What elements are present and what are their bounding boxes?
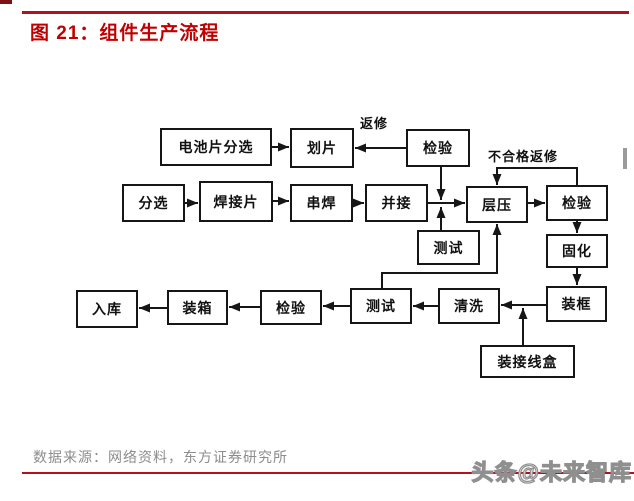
node-parallel-connection: 并接 (365, 184, 428, 222)
node-cell-sorting: 电池片分选 (160, 128, 272, 166)
node-warehousing: 入库 (76, 290, 138, 328)
bottom-rule (22, 472, 634, 474)
node-string-welding: 串焊 (290, 184, 353, 222)
figure-title: 图 21：组件生产流程 (30, 23, 220, 44)
node-testing-mid: 测试 (417, 230, 480, 265)
node-lamination: 层压 (466, 186, 528, 223)
node-inspection-top: 检验 (406, 129, 470, 167)
top-rule (22, 11, 629, 14)
scan-artifact (623, 148, 627, 169)
node-packing: 装箱 (167, 290, 228, 325)
node-soldering-tabs: 焊接片 (199, 181, 273, 222)
corner-artifact (0, 0, 12, 4)
watermark-text: 头条@未来智库 (471, 459, 632, 485)
edge-label-unqualified-rework: 不合格返修 (488, 149, 559, 164)
node-inspection-right: 检验 (546, 185, 608, 221)
node-framing: 装框 (546, 286, 607, 322)
edge-label-rework: 返修 (360, 116, 389, 131)
node-curing: 固化 (546, 234, 608, 268)
node-sorting: 分选 (122, 184, 185, 222)
node-scribing: 划片 (290, 128, 354, 168)
node-cleaning: 清洗 (438, 288, 500, 324)
data-source-note: 数据来源：网络资料，东方证券研究所 (33, 449, 288, 465)
node-inspection-bottom: 检验 (260, 290, 322, 325)
node-junction-box: 装接线盒 (480, 345, 575, 378)
node-testing-bottom: 测试 (350, 288, 412, 324)
